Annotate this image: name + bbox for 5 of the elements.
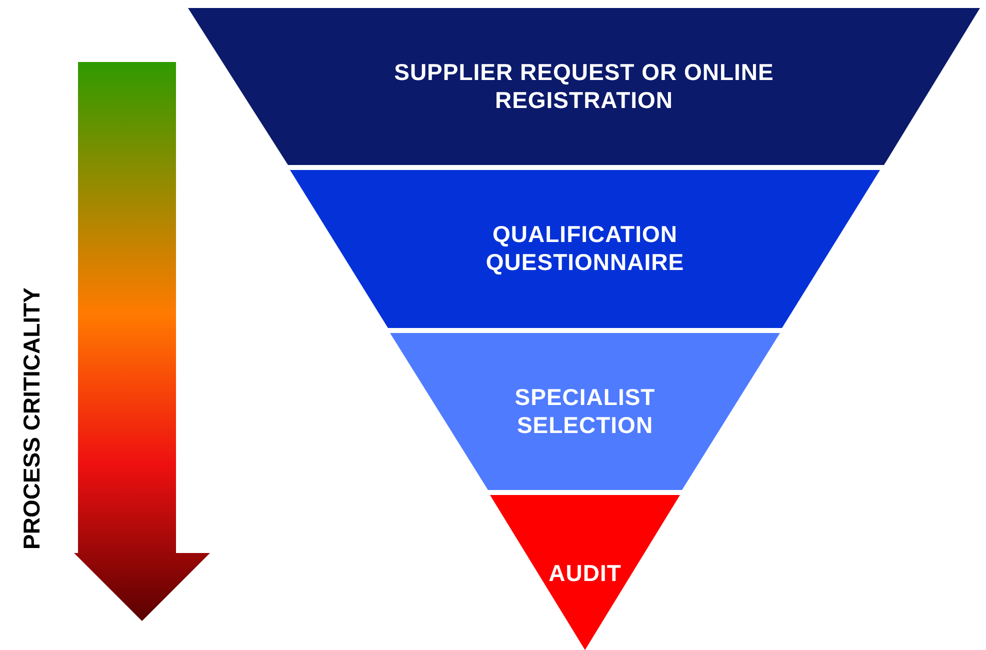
band-label: SUPPLIER REQUEST OR ONLINE REGISTRATION [393,58,775,114]
band-label: QUALIFICATION QUESTIONNAIRE [484,220,686,276]
band-label: SPECIALIST SELECTION [514,383,656,439]
axis-label: PROCESS CRITICALITY [18,287,46,549]
band-label: AUDIT [548,559,622,587]
